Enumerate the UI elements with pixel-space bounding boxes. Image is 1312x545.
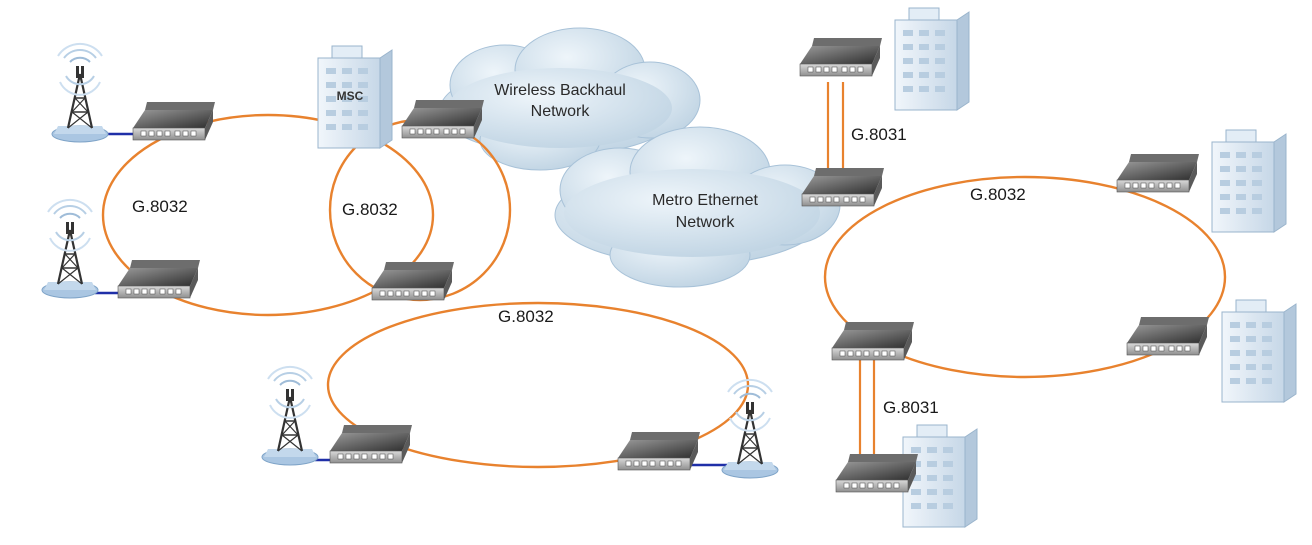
network-switch-icon <box>401 99 485 139</box>
metro-ethernet-cloud-icon <box>554 126 841 288</box>
wireless-backhaul-cloud-icon <box>439 27 701 171</box>
right-ring <box>823 175 1227 379</box>
network-switch-icon <box>831 321 915 361</box>
top-link-label: G.8031 <box>851 125 907 144</box>
office-building-icon <box>1221 299 1297 403</box>
metro-ethernet-label-line2: Network <box>676 214 736 231</box>
cell-tower-icon <box>720 378 780 480</box>
bottom-link-label: G.8031 <box>883 398 939 417</box>
bottom-ring <box>326 301 750 469</box>
msc-label: MSC <box>337 89 364 103</box>
left-ring-label: G.8032 <box>132 197 188 216</box>
left-ring <box>101 113 435 317</box>
network-switch-icon <box>132 101 216 141</box>
network-switch-icon <box>371 261 455 301</box>
office-building-icon <box>894 7 970 111</box>
bottom-ring-label: G.8032 <box>498 307 554 326</box>
center-ring-label: G.8032 <box>342 200 398 219</box>
right-ring-label: G.8032 <box>970 185 1026 204</box>
cell-tower-icon <box>260 365 320 467</box>
network-switch-icon <box>1126 316 1210 356</box>
network-switch-icon <box>329 424 413 464</box>
wireless-backhaul-label-line1: Wireless Backhaul <box>494 82 626 99</box>
wireless-backhaul-label-line2: Network <box>531 103 591 120</box>
network-switch-icon <box>617 431 701 471</box>
cell-tower-icon <box>40 198 100 300</box>
network-switch-icon <box>799 37 883 77</box>
metro-ethernet-label-line1: Metro Ethernet <box>652 192 758 209</box>
network-switch-icon <box>1116 153 1200 193</box>
network-switch-icon <box>835 453 919 493</box>
office-building-icon <box>1211 129 1287 233</box>
cell-tower-icon <box>50 42 110 144</box>
network-switch-icon <box>117 259 201 299</box>
